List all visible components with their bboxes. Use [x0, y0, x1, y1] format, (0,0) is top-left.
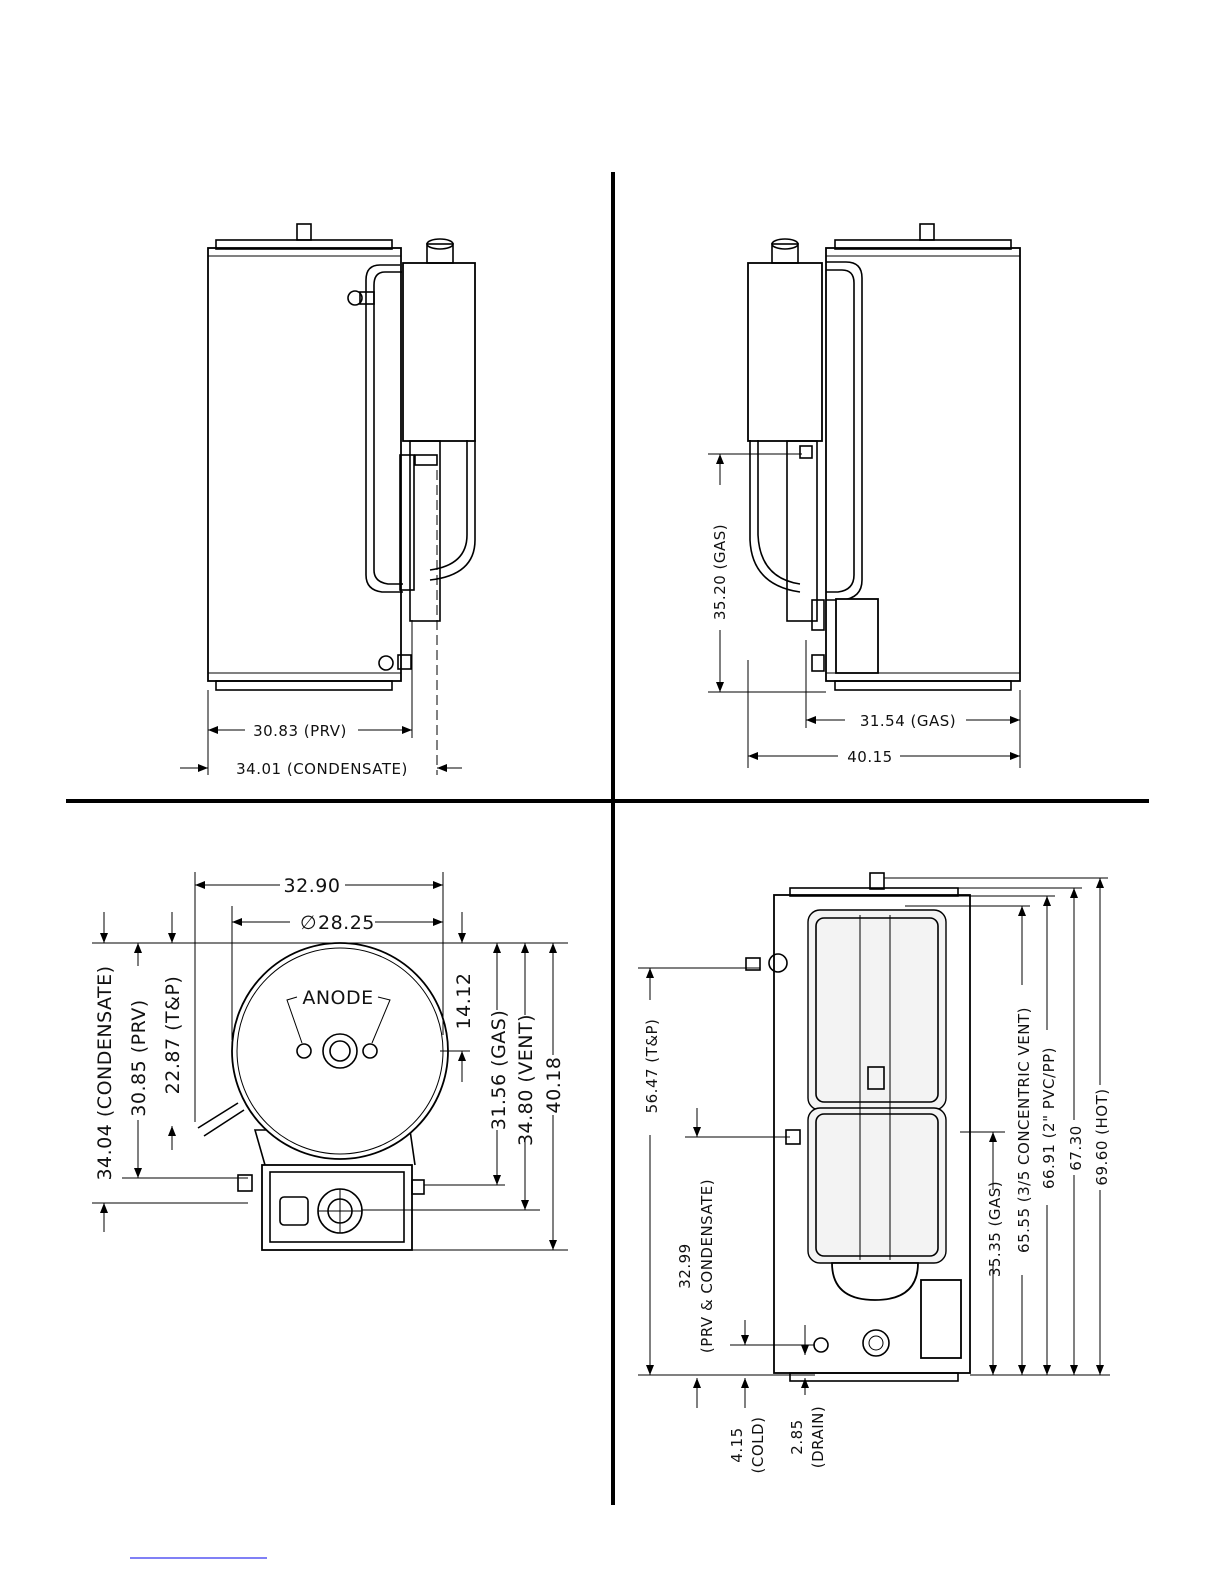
front-dim-gas-label: 35.35 (GAS)	[986, 1181, 1004, 1277]
dim-anode-label: 14.12	[453, 973, 475, 1030]
dim-depth-label: 40.18	[543, 1057, 565, 1114]
top-view: ANODE 32.90 ∅ 28.25 34.04 (CONDENSATE)	[92, 872, 568, 1250]
front-dim-vent-label: 65.55 (3/5 CONCENTRIC VENT)	[1015, 1007, 1033, 1253]
dim-prv-label: 30.83 (PRV)	[253, 722, 347, 740]
front-dim-pvc-label: 66.91 (2" PVC/PP)	[1040, 1047, 1058, 1189]
front-dim-cold-label: (COLD)	[749, 1417, 767, 1474]
front-dim-drain-value: 2.85	[788, 1419, 806, 1454]
dim-total-label: 40.15	[847, 748, 892, 766]
dim-gas-label: 31.56 (GAS)	[488, 1010, 510, 1131]
dim-gas-height-label: 35.20 (GAS)	[711, 524, 729, 620]
dim-prv-label: 30.85 (PRV)	[128, 999, 150, 1116]
front-dim-tp-label: 56.47 (T&P)	[643, 1019, 661, 1114]
dim-vent-label: 34.80 (VENT)	[515, 1014, 537, 1146]
diameter-symbol: ∅	[300, 912, 317, 934]
dim-condensate-label: 34.04 (CONDENSATE)	[94, 965, 116, 1180]
front-dim-prv-label: (PRV & CONDENSATE)	[698, 1179, 716, 1353]
dim-tp-label: 22.87 (T&P)	[162, 976, 184, 1095]
front-dim-height-label: 67.30	[1067, 1125, 1085, 1170]
side-view-left: 30.83 (PRV) 34.01 (CONDENSATE)	[180, 224, 475, 778]
dim-gas-width-label: 31.54 (GAS)	[860, 712, 956, 730]
front-dim-prv-value: 32.99	[676, 1243, 694, 1288]
front-dim-hot-label: 69.60 (HOT)	[1093, 1088, 1111, 1185]
front-view: 56.47 (T&P) 32.99 (PRV & CONDENSATE) 4.1…	[638, 873, 1111, 1473]
dim-width-label: 32.90	[284, 875, 341, 897]
dim-diameter-label: 28.25	[318, 912, 375, 934]
front-dim-drain-label: (DRAIN)	[809, 1406, 827, 1468]
front-dim-cold-value: 4.15	[728, 1427, 746, 1462]
anode-label: ANODE	[302, 987, 373, 1009]
side-view-right: 35.20 (GAS) 31.54 (GAS) 40.15	[708, 224, 1020, 768]
dim-condensate-label: 34.01 (CONDENSATE)	[236, 760, 408, 778]
